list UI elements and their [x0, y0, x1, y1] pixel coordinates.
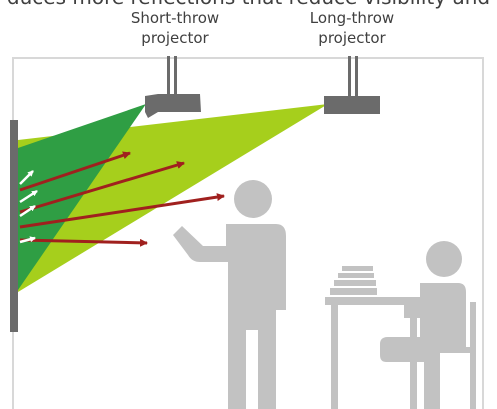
short-throw-projector-icon	[145, 56, 201, 118]
student-figure	[380, 241, 466, 409]
long-throw-projector-icon	[324, 56, 380, 114]
projection-screen	[10, 120, 18, 332]
teacher-figure	[173, 180, 286, 409]
book-stack-icon	[330, 266, 377, 295]
